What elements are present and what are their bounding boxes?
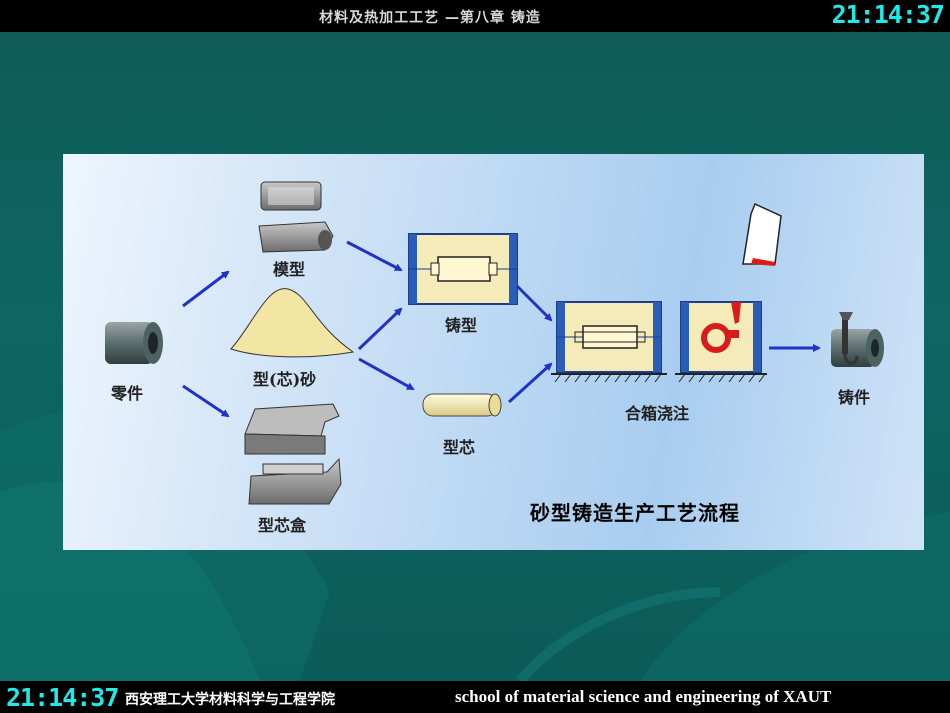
- arrow-part-to-pattern: [182, 270, 230, 308]
- ladle-icon: [742, 202, 782, 266]
- arrow-pattern-to-mold: [346, 240, 403, 272]
- pattern-icon: [258, 181, 334, 253]
- bottom-bar: 21:14:37 西安理工大学材料科学与工程学院 school of mater…: [0, 681, 950, 713]
- sand-icon: [230, 288, 355, 358]
- label-core-box: 型芯盒: [258, 516, 307, 535]
- assembly-flask-icon: [551, 301, 667, 383]
- label-mold: 铸型: [445, 316, 478, 335]
- footer-school-cn: 西安理工大学材料科学与工程学院: [125, 692, 335, 708]
- arrow-core-to-assembly: [507, 362, 553, 404]
- label-sand: 型(芯)砂: [253, 370, 317, 389]
- core-icon: [422, 393, 502, 417]
- diagram-graphics: [105, 181, 884, 505]
- flow-arrows: [182, 240, 821, 418]
- label-pattern: 模型: [273, 260, 306, 279]
- arrow-part-to-corebox: [182, 384, 230, 418]
- label-casting: 铸件: [838, 388, 871, 407]
- diagram-caption: 砂型铸造生产工艺流程: [530, 501, 740, 525]
- arrow-mold-to-assembly: [515, 284, 553, 322]
- mold-flask-icon: [408, 233, 518, 305]
- label-part: 零件: [111, 384, 144, 403]
- process-diagram: 零件 模型 型(芯)砂 型芯盒 铸型 型芯 合箱浇注 铸件 砂型铸造生产工艺流程: [63, 154, 924, 550]
- label-core: 型芯: [443, 438, 476, 457]
- part-icon: [105, 322, 163, 364]
- label-assembly-pouring: 合箱浇注: [625, 404, 690, 423]
- footer-school-en: school of material science and engineeri…: [455, 687, 832, 706]
- top-bar: 材料及热加工工艺 —第八章 铸造 21:14:37: [0, 0, 950, 32]
- arrow-sand-to-core: [358, 357, 415, 391]
- arrow-sand-to-mold: [357, 307, 403, 351]
- pouring-flask-icon: [675, 301, 767, 383]
- bottom-clock: 21:14:37: [6, 683, 119, 712]
- slide-title: 材料及热加工工艺 —第八章 铸造: [319, 10, 541, 26]
- casting-icon: [831, 312, 884, 367]
- core-box-icon: [244, 403, 342, 505]
- top-clock: 21:14:37: [831, 0, 945, 29]
